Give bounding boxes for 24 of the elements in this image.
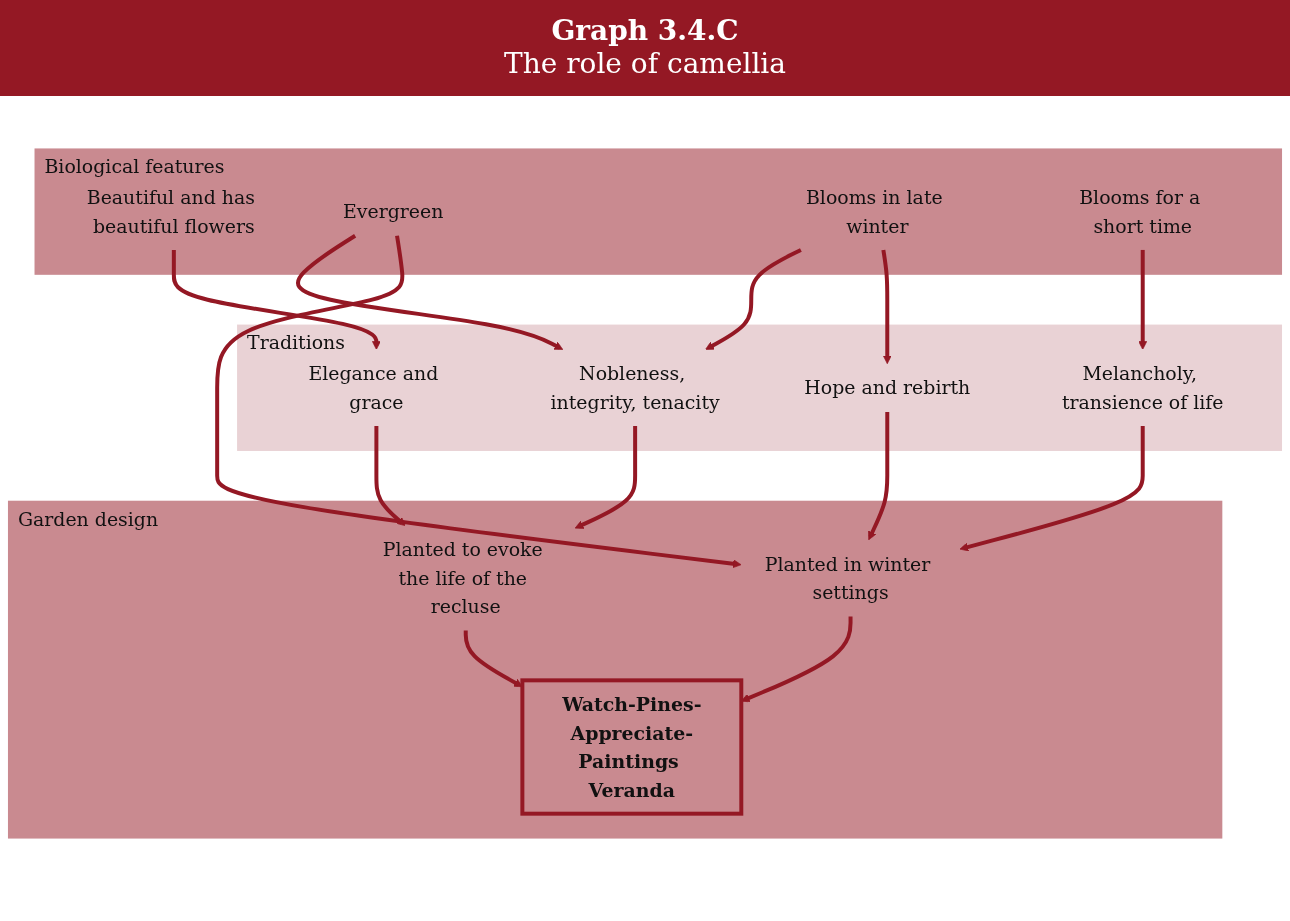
arrow bbox=[296, 234, 564, 350]
title: Graph 3.4.C bbox=[550, 14, 740, 47]
arrow bbox=[463, 630, 523, 688]
arrow bbox=[374, 426, 406, 526]
node-text: Planted to evoke the life of the recluse bbox=[382, 538, 543, 618]
arrow bbox=[959, 426, 1145, 552]
node-box: Watch-Pines-Appreciate-Paintings Veranda bbox=[520, 678, 744, 816]
arrow bbox=[215, 235, 742, 569]
node-text: Planted in winter settings bbox=[764, 552, 931, 603]
arrow bbox=[705, 248, 802, 350]
node-text: Evergreen bbox=[343, 200, 444, 223]
arrow bbox=[740, 616, 853, 703]
node-text: Melancholy, transience of life bbox=[1061, 362, 1224, 413]
node-text: Blooms for a short time bbox=[1079, 186, 1201, 237]
arrow bbox=[868, 411, 890, 541]
arrow bbox=[574, 426, 638, 529]
node-text: Beautiful and has beautiful flowers bbox=[86, 186, 255, 237]
subtitle: The role of camellia bbox=[503, 47, 787, 80]
node-text: Nobleness, integrity, tenacity bbox=[550, 362, 720, 413]
node-text: Blooms in late winter bbox=[805, 186, 943, 237]
arrow bbox=[171, 249, 381, 350]
arrow bbox=[1138, 249, 1148, 350]
node-text: Hope and rebirth bbox=[804, 376, 971, 399]
node-text: Elegance and grace bbox=[308, 362, 439, 413]
